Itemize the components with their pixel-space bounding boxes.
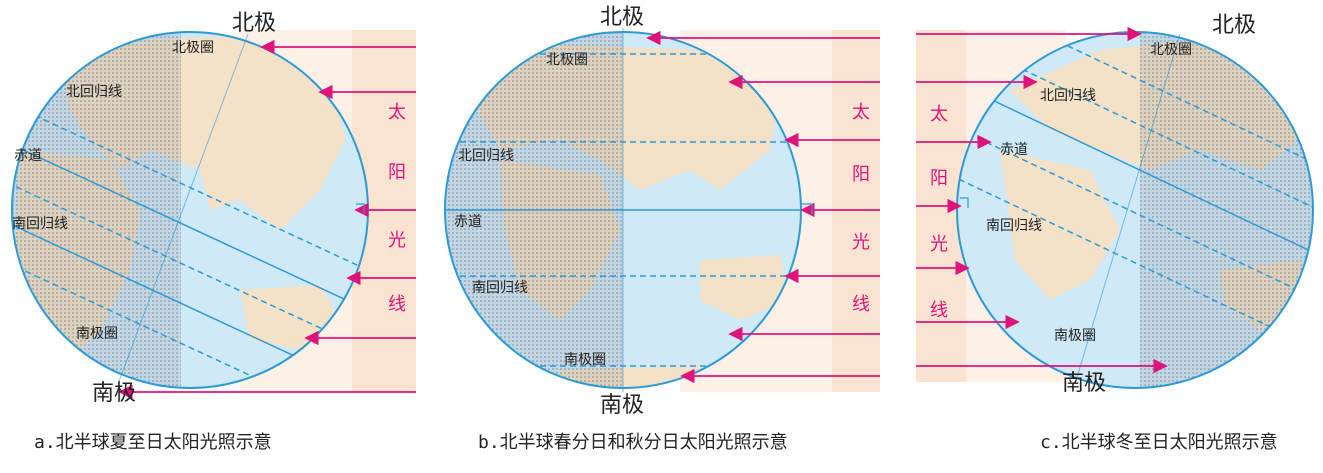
- south-pole-label: 南极: [92, 381, 136, 406]
- north-pole-label: 北极: [1212, 13, 1256, 38]
- arctic-circle-label: 北极圈: [172, 40, 214, 56]
- sunlight-char: 光: [852, 232, 870, 253]
- sunlight-char: 线: [930, 300, 948, 321]
- caption-b: b.北半球春分日和秋分日太阳光照示意: [478, 432, 788, 453]
- antarctic-circle-label: 南极圈: [76, 326, 118, 342]
- tropic-cancer-label: 北回归线: [1040, 87, 1096, 104]
- sunlight-char: 光: [388, 230, 406, 251]
- tropic-capricorn-label: 南回归线: [472, 279, 528, 296]
- caption-a: a.北半球夏至日太阳光照示意: [34, 432, 272, 453]
- equator-label: 赤道: [14, 148, 42, 164]
- north-pole-label: 北极: [232, 11, 276, 36]
- sunlight-char: 太: [930, 104, 948, 125]
- sunlight-char: 光: [930, 234, 948, 255]
- sunlight-char: 线: [388, 294, 406, 315]
- landmass: [700, 255, 790, 320]
- south-pole-label: 南极: [1062, 371, 1106, 396]
- sunlight-char: 线: [852, 294, 870, 315]
- equator-label: 赤道: [1000, 142, 1028, 158]
- equator-label: 赤道: [454, 214, 482, 230]
- tropic-cancer-label: 北回归线: [66, 83, 122, 100]
- panel-a: 北极 南极 北极圈 北回归线 赤道 南回归线 南极圈 太 阳 光 线: [11, 11, 416, 406]
- tropic-cancer-label: 北回归线: [458, 147, 514, 164]
- tropic-capricorn-label: 南回归线: [986, 217, 1042, 234]
- landmass: [1000, 150, 1120, 300]
- antarctic-circle-label: 南极圈: [1054, 328, 1096, 344]
- panel-c: 北极 南极 北极圈 北回归线 赤道 南回归线 南极圈 太 阳 光 线: [916, 13, 1314, 396]
- sunlight-char: 太: [852, 102, 870, 123]
- tropic-capricorn-label: 南回归线: [12, 215, 68, 232]
- sunlight-char: 阳: [388, 162, 406, 183]
- panel-b: 北极 南极 北极圈 北回归线 赤道 南回归线 南极圈 太 阳 光 线: [444, 5, 880, 418]
- south-pole-label: 南极: [600, 393, 644, 418]
- sunlight-char: 阳: [930, 168, 948, 189]
- north-pole-label: 北极: [600, 5, 644, 30]
- antarctic-circle-label: 南极圈: [564, 352, 606, 368]
- arctic-circle-label: 北极圈: [546, 52, 588, 68]
- caption-c: c.北半球冬至日太阳光照示意: [1040, 432, 1278, 453]
- sunlight-char: 太: [388, 102, 406, 123]
- arctic-circle-label: 北极圈: [1150, 42, 1192, 58]
- sunlight-char: 阳: [852, 164, 870, 185]
